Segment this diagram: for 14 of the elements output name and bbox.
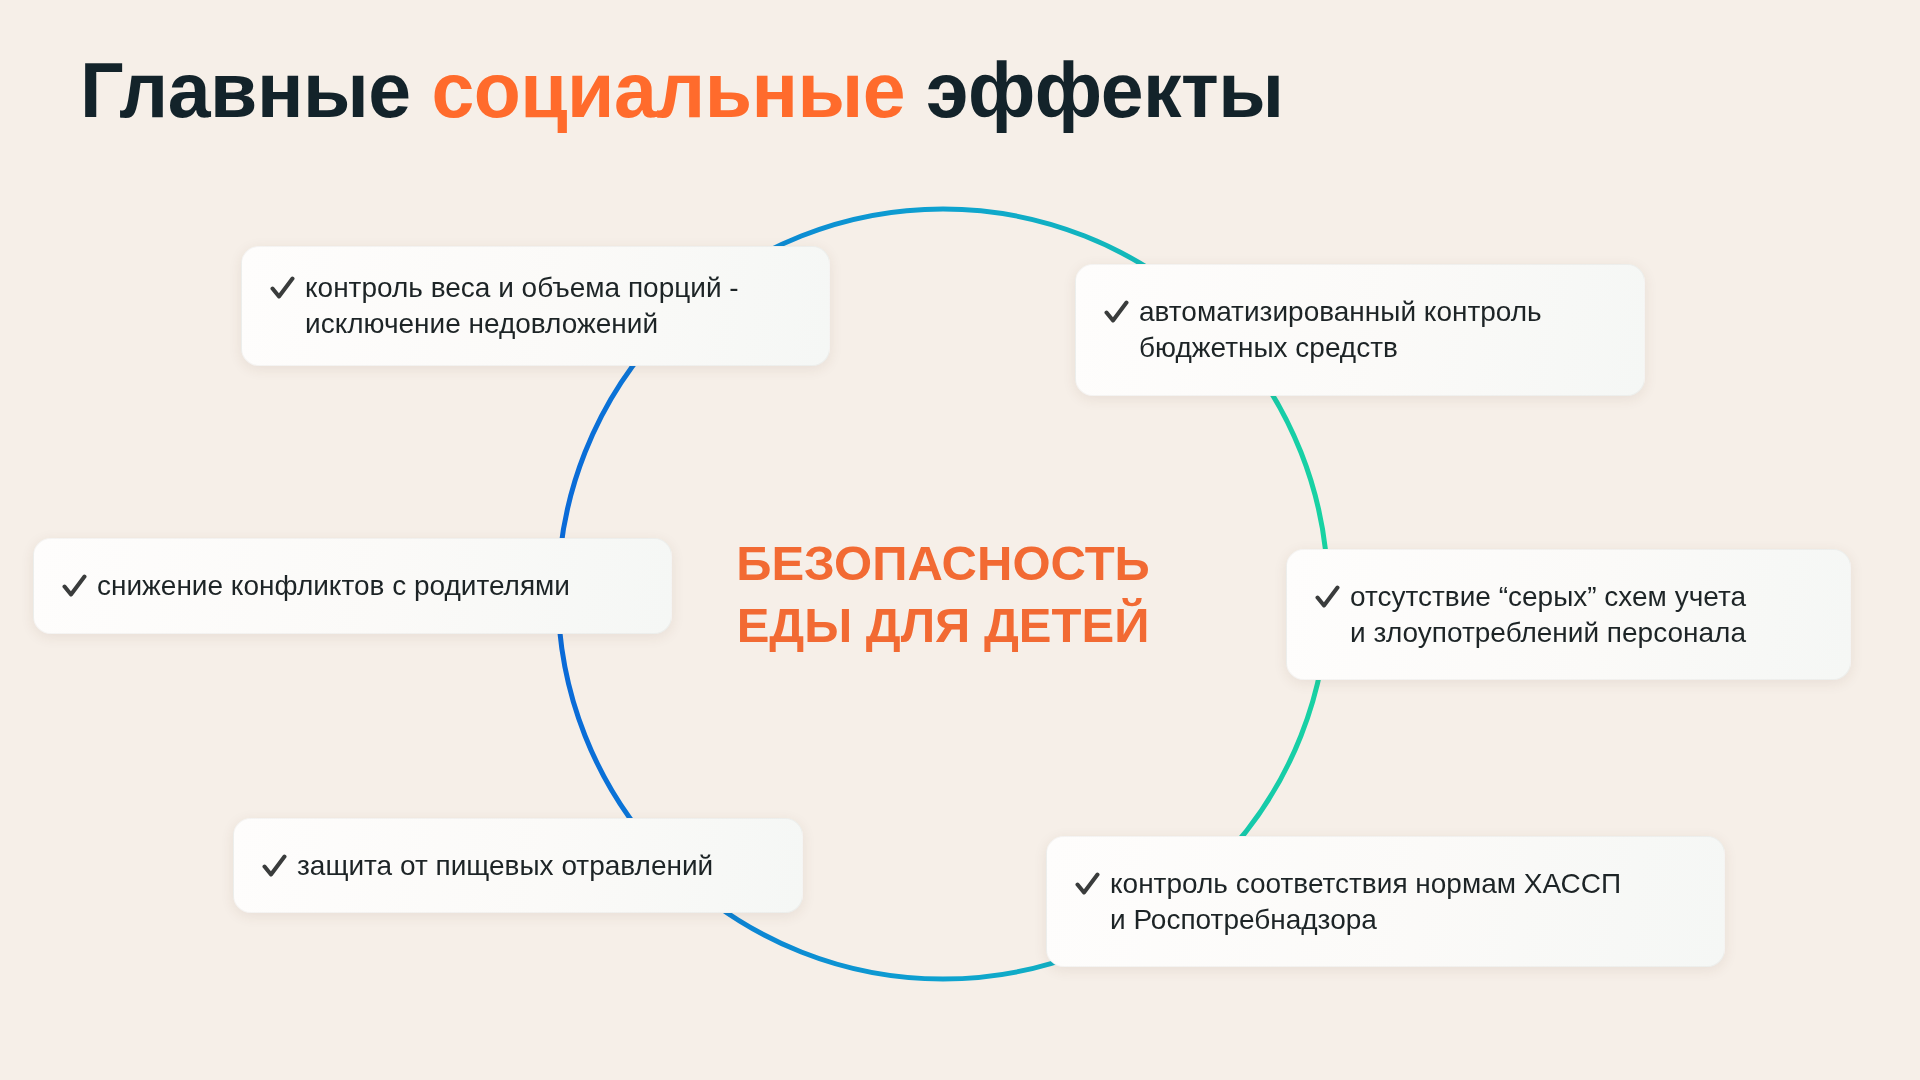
effect-text: защита от пищевых отравлений xyxy=(297,848,714,883)
slide-title: Главные социальные эффекты xyxy=(80,46,1284,135)
effect-card xyxy=(1075,264,1645,396)
effect-text: снижение конфликтов с родителями xyxy=(97,569,570,603)
effect-text: автоматизированный контроль бюджетных средств xyxy=(1139,295,1543,365)
effect-card xyxy=(233,818,803,913)
effect-text: отсутствие “серых” схем учета и злоупотреблений персонала xyxy=(1350,579,1747,650)
effect-text: контроль соответствия нормам ХАССП и Роспотребнадзора xyxy=(1110,866,1623,937)
effect-text: контроль веса и объема порций - исключение недовложений xyxy=(305,271,740,341)
effect-card xyxy=(1046,836,1725,967)
effect-card xyxy=(33,538,672,634)
center-heading: БЕЗОПАСНОСТЬ ЕДЫ ДЛЯ ДЕТЕЙ xyxy=(735,535,1151,654)
effect-card xyxy=(241,246,830,366)
effect-card xyxy=(1286,549,1851,680)
